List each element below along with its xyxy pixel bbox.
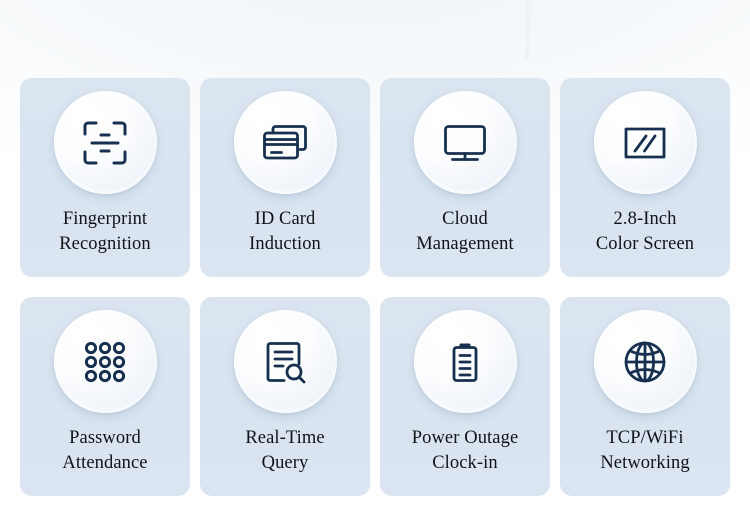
icon-badge — [233, 310, 337, 413]
feature-card-real-time-query[interactable]: Real-Time Query — [200, 297, 370, 496]
scan-frame-icon — [79, 117, 131, 169]
feature-card-password-attendance[interactable]: Password Attendance — [20, 297, 190, 496]
feature-card-label: 2.8-Inch Color Screen — [595, 209, 695, 254]
icon-badge — [53, 91, 157, 194]
feature-card-label: Cloud Management — [416, 209, 514, 254]
globe-icon — [619, 336, 671, 388]
document-search-icon — [259, 336, 311, 388]
feature-card-tcp-wifi-networking[interactable]: TCP/WiFi Networking — [560, 297, 730, 496]
icon-badge — [593, 91, 697, 194]
color-screen-icon — [619, 117, 671, 169]
feature-card-label: Power Outage Clock-in — [411, 428, 519, 473]
icon-badge — [593, 310, 697, 413]
id-card-icon — [259, 117, 311, 169]
icon-badge — [413, 91, 517, 194]
monitor-icon — [439, 117, 491, 169]
feature-card-cloud-management[interactable]: Cloud Management — [380, 78, 550, 277]
feature-card-fingerprint-recognition[interactable]: Fingerprint Recognition — [20, 78, 190, 277]
feature-card-label: ID Card Induction — [249, 209, 321, 254]
feature-card-label: TCP/WiFi Networking — [600, 428, 690, 473]
icon-badge — [53, 310, 157, 413]
icon-badge — [233, 91, 337, 194]
feature-grid: Fingerprint Recognition ID Card Inductio… — [20, 78, 730, 496]
feature-card-power-outage-clock-in[interactable]: Power Outage Clock-in — [380, 297, 550, 496]
feature-card-label: Real-Time Query — [245, 428, 325, 473]
feature-card-id-card-induction[interactable]: ID Card Induction — [200, 78, 370, 277]
feature-card-label: Fingerprint Recognition — [59, 209, 151, 254]
battery-icon — [439, 343, 491, 388]
keypad-grid-icon — [79, 336, 131, 388]
icon-badge — [413, 310, 517, 413]
feature-card-color-screen[interactable]: 2.8-Inch Color Screen — [560, 78, 730, 277]
feature-card-label: Password Attendance — [62, 428, 148, 473]
